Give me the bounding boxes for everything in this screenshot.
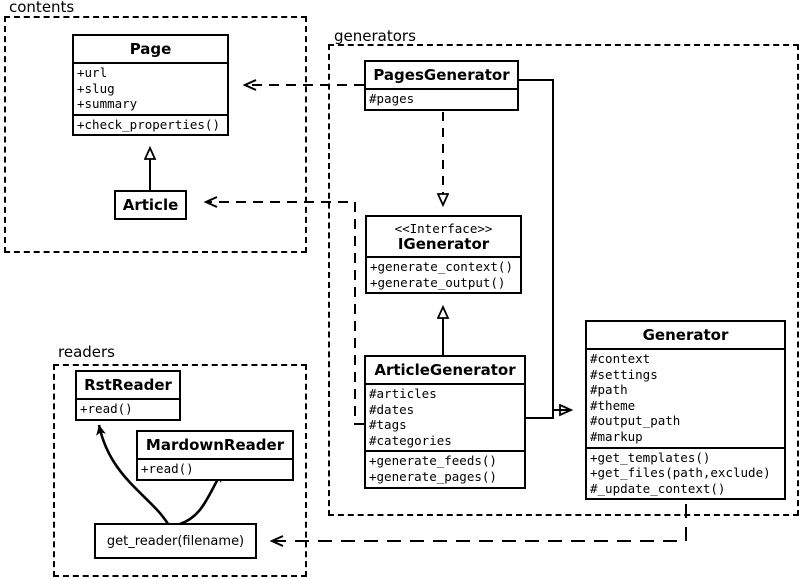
attribute-item: +url	[77, 65, 108, 80]
operation-item: +generate_feeds()	[369, 453, 497, 469]
attribute-item: #theme	[590, 397, 636, 413]
class-operations-articlegenerator: +generate_feeds() +generate_pages()	[366, 450, 524, 486]
attribute-item: #path	[590, 382, 628, 398]
class-attributes-generator: #context #settings #path #theme #output_…	[587, 348, 784, 447]
package-readers-border	[53, 364, 307, 577]
class-title-page: Page	[129, 40, 172, 58]
function-label-get-reader: get_reader(filename)	[106, 533, 245, 549]
operation-item: +generate_output()	[370, 274, 506, 290]
operation-item: +get_templates()	[590, 449, 711, 465]
package-generators-label: generators	[331, 29, 419, 44]
class-title-igenerator: <<Interface>> IGenerator	[367, 217, 520, 256]
class-title-generator: Generator	[642, 326, 729, 344]
class-operations-rstreader: +read()	[77, 398, 179, 419]
class-title-rstreader: RstReader	[84, 376, 172, 394]
class-title-articlegenerator: ArticleGenerator	[374, 361, 516, 379]
operation-item: +generate_pages()	[369, 468, 497, 484]
class-operations-generator: +get_templates() +get_files(path,exclude…	[587, 446, 784, 499]
function-box-get-reader[interactable]: get_reader(filename)	[94, 523, 257, 559]
class-box-article[interactable]: Article	[114, 190, 187, 220]
class-box-mardownreader[interactable]: MardownReader +read()	[136, 430, 294, 481]
attribute-item: +slug	[77, 80, 115, 96]
attribute-item: #settings	[590, 366, 658, 382]
attribute-item: #articles	[369, 386, 437, 401]
class-stereotype-igenerator: <<Interface>>	[394, 221, 493, 236]
operation-item: +get_files(path,exclude)	[590, 465, 771, 481]
operation-item: #_update_context()	[590, 480, 726, 496]
class-attributes-page: +url +slug +summary	[74, 62, 227, 114]
operation-item: +generate_context()	[370, 259, 513, 274]
class-box-page[interactable]: Page +url +slug +summary +check_properti…	[72, 34, 229, 137]
class-operations-igenerator: +generate_context() +generate_output()	[367, 256, 520, 292]
operation-item: +check_properties()	[77, 116, 220, 132]
class-box-rstreader[interactable]: RstReader +read()	[75, 370, 181, 421]
package-readers	[53, 364, 307, 577]
class-title-mardownreader: MardownReader	[145, 436, 285, 454]
class-title-article: Article	[122, 196, 179, 214]
class-box-generator[interactable]: Generator #context #settings #path #them…	[585, 320, 786, 501]
operation-item: +read()	[80, 401, 133, 416]
attribute-item: #dates	[369, 401, 415, 417]
class-box-pagesgenerator[interactable]: PagesGenerator #pages	[364, 60, 519, 111]
operation-item: +read()	[141, 461, 194, 476]
class-box-igenerator[interactable]: <<Interface>> IGenerator +generate_conte…	[365, 215, 522, 295]
package-readers-label: readers	[55, 345, 118, 360]
attribute-item: #context	[590, 351, 651, 366]
attribute-item: #output_path	[590, 413, 681, 429]
class-operations-page: +check_properties()	[74, 113, 227, 135]
attribute-item: #markup	[590, 428, 643, 444]
attribute-item: #tags	[369, 417, 407, 433]
class-attributes-articlegenerator: #articles #dates #tags #categories	[366, 383, 524, 450]
class-attributes-pagesgenerator: #pages	[366, 88, 517, 109]
package-contents-label: contents	[6, 0, 78, 15]
class-title-pagesgenerator: PagesGenerator	[373, 66, 510, 84]
package-contents	[4, 16, 307, 253]
class-operations-mardownreader: +read()	[138, 458, 292, 479]
attribute-item: #pages	[369, 91, 415, 106]
class-name-igenerator: IGenerator	[397, 235, 490, 253]
attribute-item: #categories	[369, 432, 452, 448]
attribute-item: +summary	[77, 96, 138, 112]
package-contents-border	[4, 16, 307, 253]
class-box-articlegenerator[interactable]: ArticleGenerator #articles #dates #tags …	[364, 355, 526, 489]
